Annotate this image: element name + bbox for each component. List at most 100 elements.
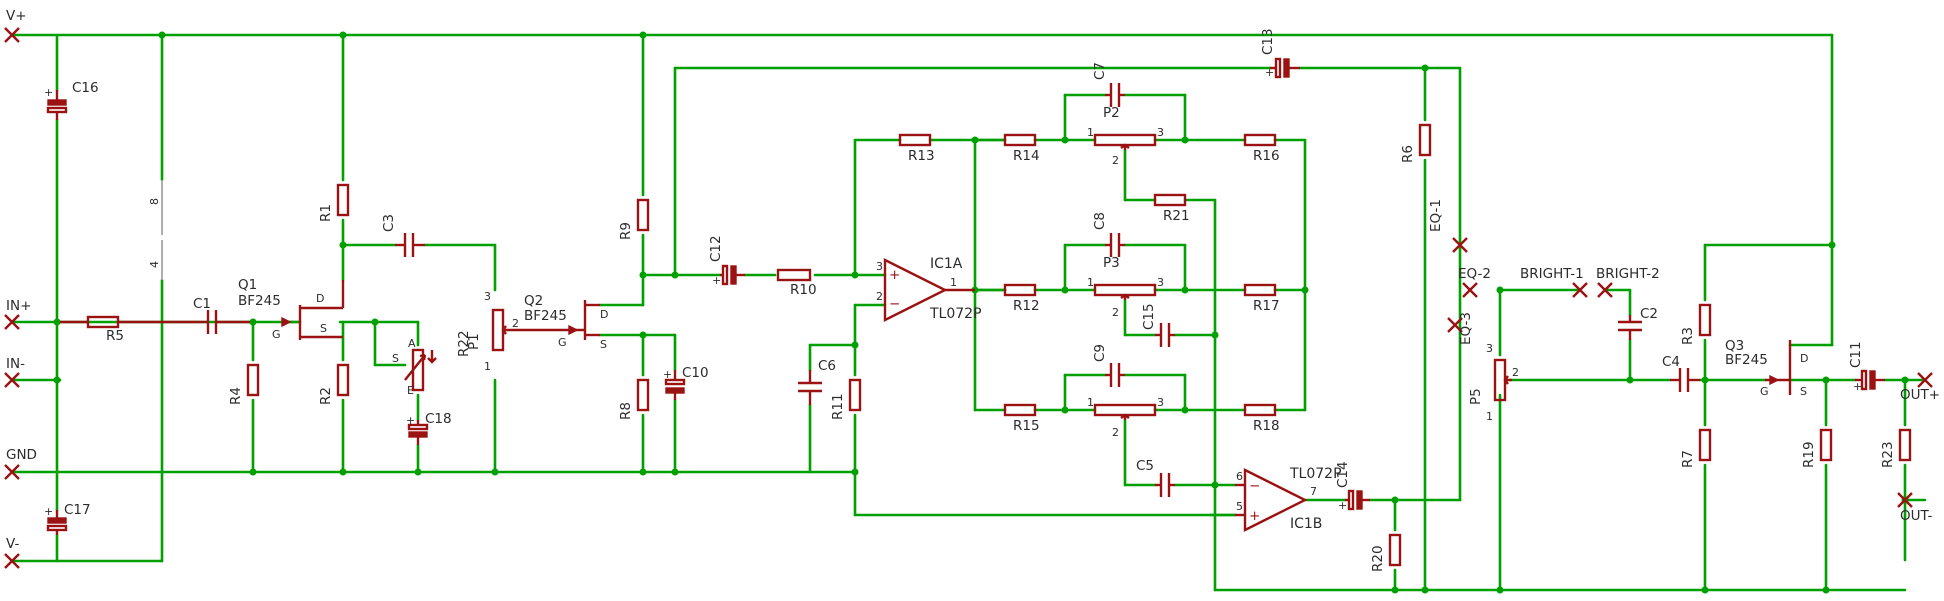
- resistor-r16-label: R16: [1253, 148, 1280, 164]
- resistor-r13-label: R13: [908, 148, 935, 164]
- capacitor-c10[interactable]: +: [663, 368, 686, 400]
- resistor-r18-label: R18: [1253, 418, 1280, 434]
- transistor-q2-label: Q2: [524, 293, 543, 309]
- resistor-r23[interactable]: [1898, 428, 1912, 462]
- resistors: R5 R4 R1 R2 R9 R8 R10 R11 R13 R14 R16 R2…: [60, 123, 1912, 572]
- capacitor-c3[interactable]: [395, 233, 425, 257]
- potentiometer-p4-pin3: 3: [1157, 396, 1164, 409]
- potentiometer-p4-pin1: 1: [1087, 396, 1094, 409]
- port-outminus[interactable]: [1897, 492, 1913, 508]
- resistor-r4[interactable]: [246, 363, 260, 397]
- resistor-r8[interactable]: [636, 378, 650, 412]
- potentiometer-p4[interactable]: [1093, 403, 1157, 420]
- resistor-r16[interactable]: [1243, 133, 1277, 147]
- opamp-ic1b[interactable]: − +: [1235, 468, 1308, 532]
- capacitor-c5[interactable]: [1155, 473, 1175, 497]
- trimmer-pot[interactable]: [404, 348, 437, 392]
- resistor-r21-label: R21: [1163, 208, 1190, 224]
- capacitor-c9-label: C9: [1092, 344, 1108, 362]
- potentiometer-p2[interactable]: [1093, 133, 1157, 150]
- resistor-r19[interactable]: [1819, 428, 1833, 462]
- port-eq1[interactable]: [1452, 237, 1468, 253]
- capacitor-c6-label: C6: [818, 358, 836, 374]
- capacitor-c8[interactable]: [1105, 233, 1125, 257]
- transistor-q1[interactable]: [281, 280, 345, 340]
- resistor-r9[interactable]: [636, 198, 650, 232]
- opamp-ic1a[interactable]: + −: [883, 258, 975, 322]
- transistors: Q1 BF245 D G S Q2 BF245 D G S Q3 BF245 D…: [238, 277, 1808, 398]
- capacitor-c2[interactable]: [1618, 315, 1642, 340]
- transistor-q2-value: BF245: [524, 308, 567, 324]
- transistor-q1-pin-s: S: [320, 322, 327, 335]
- resistor-r20[interactable]: [1388, 533, 1402, 567]
- resistor-r5[interactable]: [60, 315, 200, 329]
- capacitor-c12[interactable]: +: [712, 264, 745, 287]
- capacitor-c18[interactable]: +: [406, 414, 429, 445]
- resistor-r12[interactable]: [1003, 283, 1037, 297]
- resistor-r15[interactable]: [1003, 403, 1037, 417]
- port-bright1[interactable]: [1572, 282, 1588, 298]
- capacitor-c9[interactable]: [1105, 363, 1125, 387]
- port-eq3-label: EQ-3: [1458, 312, 1474, 345]
- resistor-r10-label: R10: [790, 282, 817, 298]
- resistor-r11[interactable]: [848, 378, 862, 412]
- capacitor-c14[interactable]: +: [1338, 489, 1370, 512]
- capacitor-c17-label: C17: [64, 502, 91, 518]
- transistor-q1-value: BF245: [238, 293, 281, 309]
- resistor-r17-label: R17: [1253, 298, 1280, 314]
- resistor-r2[interactable]: [336, 363, 350, 397]
- resistor-r5-label: R5: [106, 328, 124, 344]
- port-inplus[interactable]: [4, 314, 20, 330]
- capacitor-c7[interactable]: [1105, 83, 1125, 107]
- potentiometer-p2-pin1: 1: [1087, 126, 1094, 139]
- capacitor-c1[interactable]: [200, 310, 250, 334]
- port-bright2[interactable]: [1597, 282, 1613, 298]
- potentiometer-p1-label: P1: [466, 333, 482, 350]
- resistor-r6[interactable]: [1418, 123, 1432, 157]
- resistor-r22-label: R22: [456, 330, 472, 357]
- resistor-r14[interactable]: [1003, 133, 1037, 147]
- capacitor-c12-label: C12: [708, 235, 724, 262]
- resistor-r18[interactable]: [1243, 403, 1277, 417]
- port-outplus[interactable]: [1917, 372, 1933, 388]
- port-inminus[interactable]: [4, 372, 20, 388]
- capacitor-c17[interactable]: +: [44, 505, 68, 535]
- transistor-q2-pin-g: G: [558, 336, 567, 349]
- port-eq3[interactable]: [1447, 317, 1463, 333]
- potentiometer-p5-pin2: 2: [1512, 366, 1519, 379]
- resistor-r7[interactable]: [1698, 428, 1712, 462]
- capacitor-c6[interactable]: [798, 370, 822, 405]
- resistor-r17[interactable]: [1243, 283, 1277, 297]
- port-vminus[interactable]: [4, 553, 20, 569]
- opamp-ic1b-pin7: 7: [1310, 485, 1317, 498]
- transistor-q2-pin-s: S: [600, 338, 607, 351]
- potentiometer-p3-pin3: 3: [1157, 276, 1164, 289]
- svg-text:−: −: [1249, 478, 1260, 494]
- potentiometer-p4-pin2: 2: [1112, 426, 1119, 439]
- capacitor-c16[interactable]: +: [44, 86, 68, 120]
- resistor-r10[interactable]: [776, 268, 812, 282]
- capacitor-c13[interactable]: +: [1265, 57, 1300, 79]
- resistor-r13[interactable]: [898, 133, 932, 147]
- port-gnd[interactable]: [4, 464, 20, 480]
- resistor-r1[interactable]: [336, 183, 350, 217]
- resistor-r21[interactable]: [1153, 193, 1187, 207]
- capacitor-c10-label: C10: [682, 365, 709, 381]
- resistor-r3[interactable]: [1698, 303, 1712, 337]
- svg-text:+: +: [663, 368, 672, 381]
- potentiometer-p2-pin3: 3: [1157, 126, 1164, 139]
- potentiometer-p5[interactable]: [1493, 358, 1512, 402]
- transistor-q3[interactable]: [1765, 340, 1792, 395]
- transistor-q1-pin-d: D: [316, 292, 324, 305]
- transistor-q2[interactable]: [568, 300, 600, 340]
- resistor-r23-label: R23: [1880, 441, 1896, 468]
- potentiometer-p3[interactable]: [1093, 283, 1157, 300]
- resistor-r14-label: R14: [1013, 148, 1040, 164]
- capacitor-c15[interactable]: [1155, 323, 1175, 347]
- capacitor-c4[interactable]: [1670, 368, 1700, 392]
- port-eq2[interactable]: [1462, 282, 1478, 298]
- port-outplus-label: OUT+: [1900, 387, 1940, 403]
- potentiometer-p5-pin1: 1: [1486, 410, 1493, 423]
- capacitor-c11[interactable]: +: [1853, 369, 1885, 393]
- port-vplus[interactable]: [4, 27, 20, 43]
